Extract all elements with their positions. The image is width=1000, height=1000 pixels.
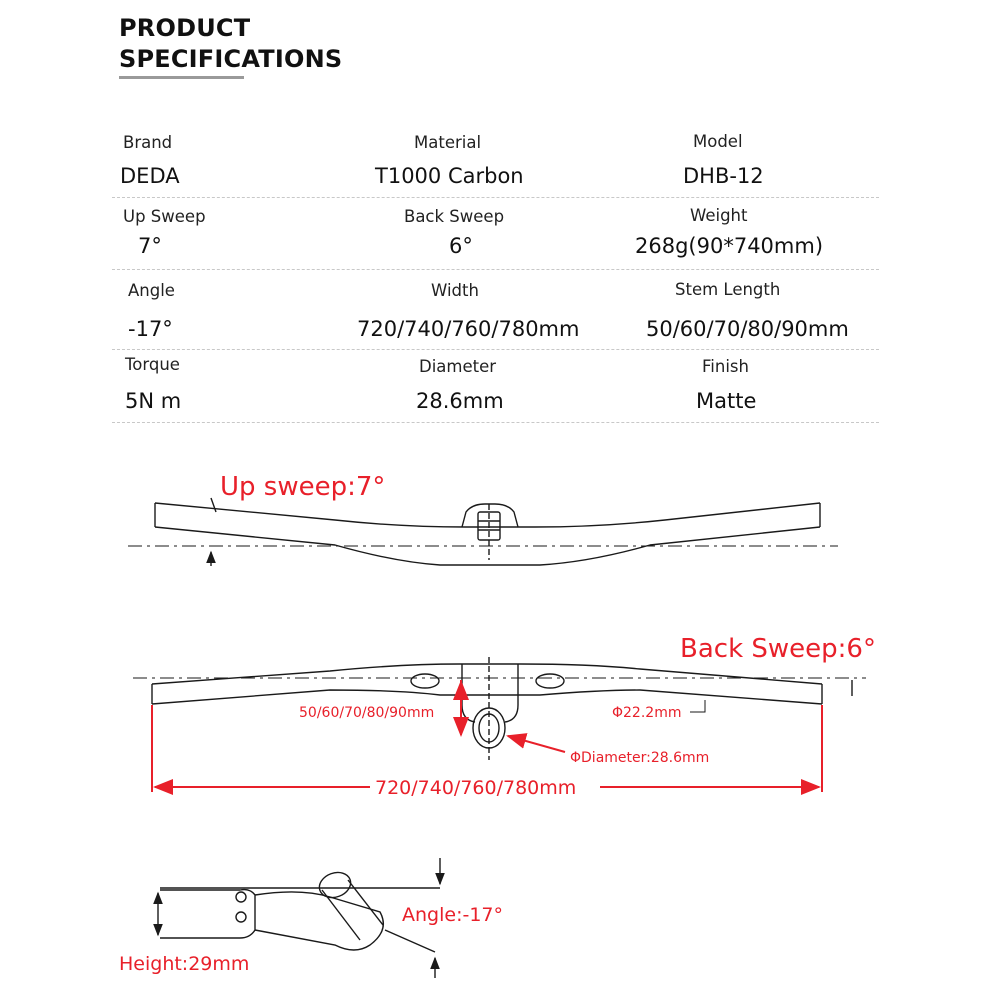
spec-label-finish: Finish xyxy=(702,357,749,376)
spec-value-diameter: 28.6mm xyxy=(416,389,504,413)
spec-label-up-sweep: Up Sweep xyxy=(123,207,206,226)
spec-label-weight: Weight xyxy=(690,206,748,225)
spec-value-width: 720/740/760/780mm xyxy=(357,317,580,341)
spec-value-finish: Matte xyxy=(696,389,757,413)
spec-value-torque: 5N m xyxy=(125,389,182,413)
spec-label-stem-length: Stem Length xyxy=(675,280,781,299)
angle-label: Angle:-17° xyxy=(402,904,503,926)
up-sweep-tick xyxy=(210,497,217,513)
spec-label-back-sweep: Back Sweep xyxy=(404,207,505,226)
bar-section xyxy=(160,888,256,939)
clamp-diameter-label: ΦDiameter:28.6mm xyxy=(570,750,709,766)
stem-length-label: 50/60/70/80/90mm xyxy=(299,705,434,721)
spec-label-torque: Torque xyxy=(125,355,180,374)
row-divider xyxy=(112,269,879,270)
steerer-clamp-inner xyxy=(478,713,500,743)
spec-value-brand: DEDA xyxy=(120,164,180,188)
clamp-diameter-arrow xyxy=(506,733,566,753)
row-divider xyxy=(112,422,879,423)
bar-bottom-edge xyxy=(151,689,823,705)
back-sweep-label: Back Sweep:6° xyxy=(680,634,876,664)
bar-top-edge xyxy=(151,663,823,685)
spec-label-model: Model xyxy=(693,132,743,151)
spec-value-angle: -17° xyxy=(128,317,173,341)
spec-label-diameter: Diameter xyxy=(419,357,497,376)
row-divider xyxy=(112,197,879,198)
height-label: Height:29mm xyxy=(119,953,249,975)
spec-label-brand: Brand xyxy=(123,133,173,152)
side-view xyxy=(153,858,445,978)
bar-end-leader xyxy=(690,700,706,713)
bar-end-diameter-label: Φ22.2mm xyxy=(612,705,681,721)
title-line-1: PRODUCT xyxy=(119,14,251,42)
spec-value-stem-length: 50/60/70/80/90mm xyxy=(646,317,849,341)
spec-value-model: DHB-12 xyxy=(683,164,764,188)
faceplate-bolt-bottom xyxy=(235,911,247,923)
front-view xyxy=(128,497,838,566)
faceplate-bolt-top xyxy=(235,891,247,903)
spec-value-up-sweep: 7° xyxy=(138,234,162,258)
title-line-2: SPECIFICATIONS xyxy=(119,45,343,73)
bar-bottom-edge xyxy=(154,526,821,566)
spec-value-back-sweep: 6° xyxy=(449,234,473,258)
width-dimension xyxy=(151,705,823,795)
title-underline xyxy=(119,76,244,79)
spec-label-material: Material xyxy=(414,133,482,152)
cable-port-right xyxy=(535,673,565,689)
stem-face xyxy=(461,503,519,528)
stem-left-edge xyxy=(461,664,476,723)
steerer-clamp-top xyxy=(318,871,352,899)
spec-value-material: T1000 Carbon xyxy=(375,164,524,188)
bar-top-edge xyxy=(154,502,821,528)
spec-value-weight: 268g(90*740mm) xyxy=(635,234,824,258)
top-view xyxy=(133,657,866,760)
spec-label-width: Width xyxy=(431,281,479,300)
spec-label-angle: Angle xyxy=(128,281,175,300)
cable-port-left xyxy=(410,673,440,689)
page-title: PRODUCT SPECIFICATIONS xyxy=(119,13,342,75)
width-label: 720/740/760/780mm xyxy=(375,777,576,799)
stem-right-edge xyxy=(504,664,519,723)
row-divider xyxy=(112,349,879,350)
up-sweep-label: Up sweep:7° xyxy=(220,472,385,502)
stem-body xyxy=(254,891,384,951)
